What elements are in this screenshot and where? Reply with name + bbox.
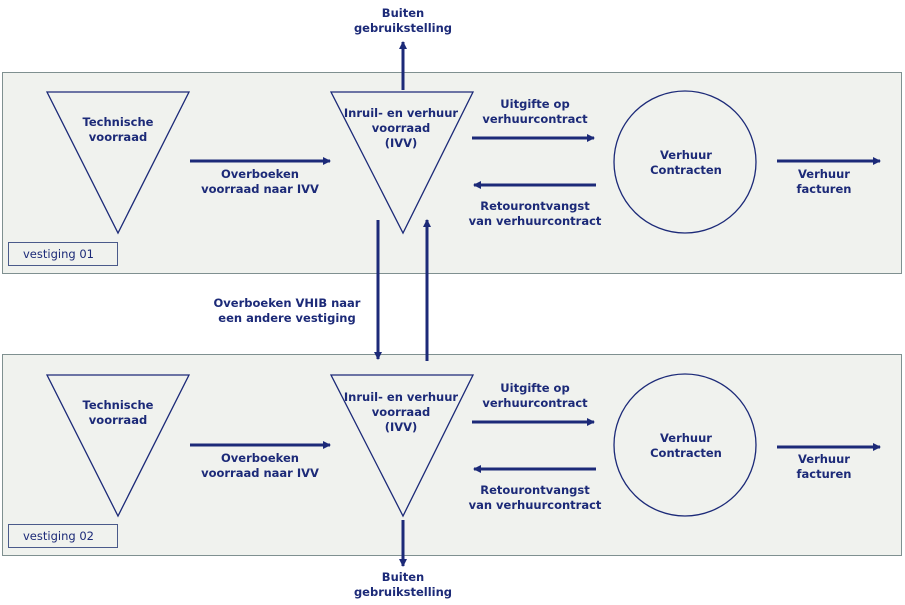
ivv-triangle <box>329 374 475 518</box>
technische-voorraad-triangle <box>45 374 191 518</box>
verhuur-contracten-circle <box>613 373 757 517</box>
technische-voorraad-triangle <box>45 91 191 235</box>
branch-panel-01 <box>2 72 902 274</box>
verhuur-contracten-circle <box>613 90 757 234</box>
ivv-triangle <box>329 91 475 235</box>
vestiging-tag: vestiging 01 <box>8 242 118 266</box>
branch-panel-02 <box>2 354 902 556</box>
vestiging-tag: vestiging 02 <box>8 524 118 548</box>
